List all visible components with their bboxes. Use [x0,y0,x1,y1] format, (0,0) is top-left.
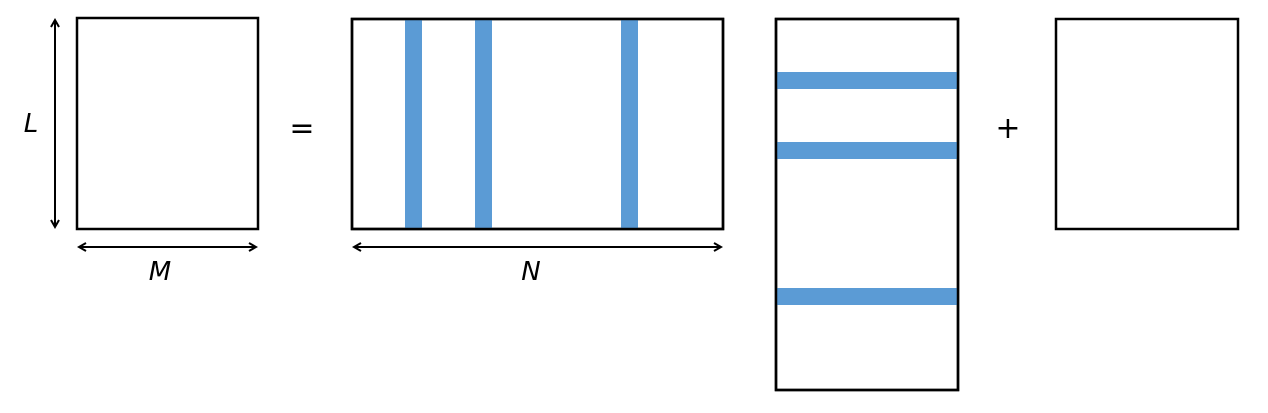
lhs-matrix [75,16,260,231]
dictionary-matrix [350,17,725,231]
highlighted-row [777,72,957,89]
m-label: M [149,257,171,287]
plus-sign: + [995,111,1020,146]
highlighted-row [777,288,957,305]
l-label: L [24,109,39,139]
sparse-code-matrix [774,17,960,392]
highlighted-column [405,20,422,228]
residual-matrix [1054,17,1240,231]
equals-sign: = [289,111,314,146]
highlighted-column [621,20,638,228]
highlighted-column [475,20,492,228]
n-label: N [521,257,540,287]
highlighted-row [777,142,957,159]
